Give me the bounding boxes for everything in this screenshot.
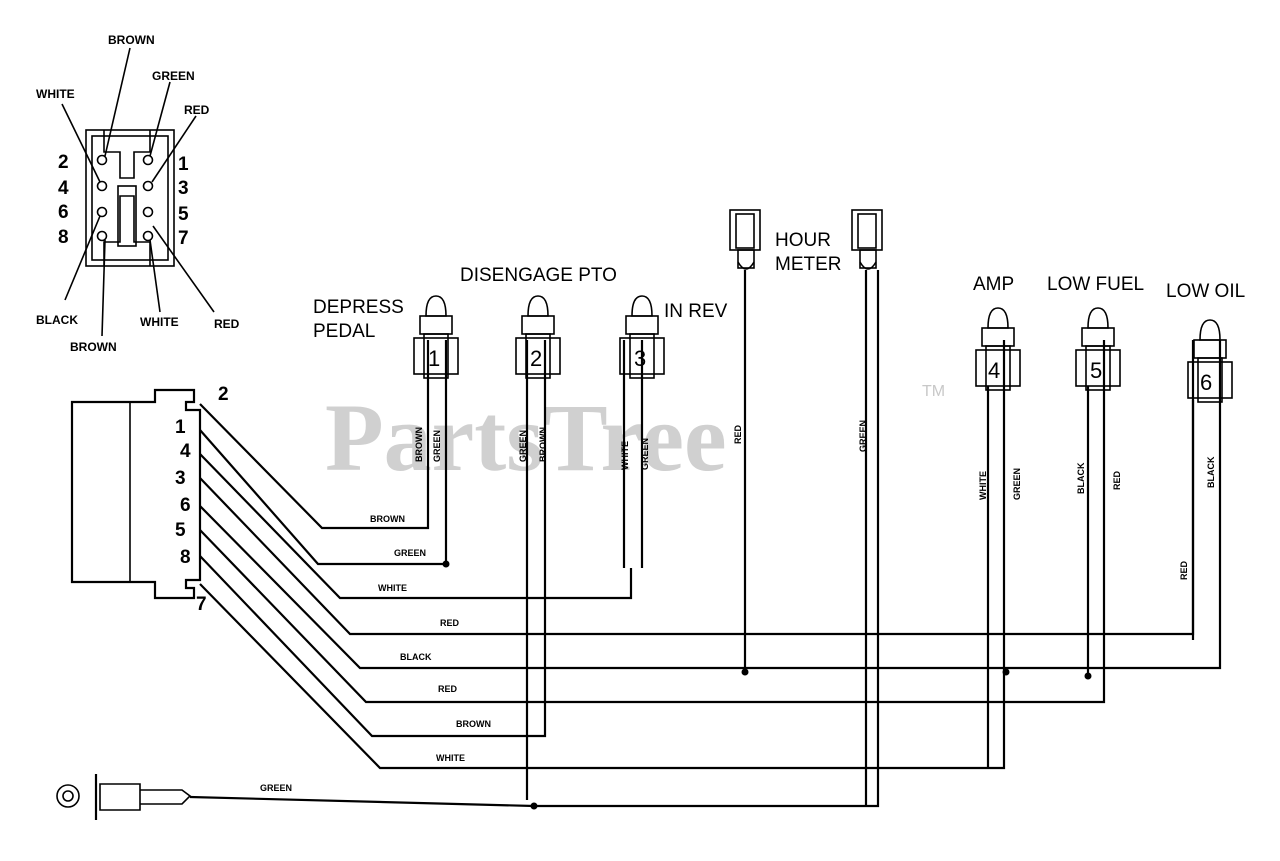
wire-label-green: GREEN: [394, 548, 426, 558]
vlabel-lamp4-white: WHITE: [978, 471, 988, 500]
vlabel-hourmeter-red: RED: [733, 424, 743, 444]
label-hour: HOUR: [775, 230, 831, 251]
harness-wires: [189, 270, 1222, 808]
connector-pin-2: 2: [218, 384, 229, 405]
label-in-rev: IN REV: [664, 301, 728, 322]
hour-meter-terminal-left: [729, 209, 761, 270]
watermark-text: PartsTree: [325, 384, 727, 491]
vlabel-lamp3-white: WHITE: [620, 441, 630, 470]
switch-pin-2: 2: [58, 152, 69, 173]
vlabel-lamp6-red: RED: [1179, 560, 1189, 580]
wire-label-red: RED: [440, 618, 460, 628]
lamp-number-1: 1: [428, 346, 440, 371]
switch-label-white-top: WHITE: [36, 87, 75, 101]
lamp-number-4: 4: [988, 358, 1000, 383]
switch-label-brown-top: BROWN: [108, 33, 155, 47]
label-depress: DEPRESS: [313, 297, 404, 318]
lamp-5: [1075, 307, 1121, 391]
wire-label-white-2: WHITE: [436, 753, 465, 763]
switch-pin-3: 3: [178, 178, 189, 199]
switch-label-red-top: RED: [184, 103, 210, 117]
label-amp: AMP: [973, 274, 1014, 295]
vlabel-lamp2-brown: BROWN: [538, 427, 548, 462]
connector-pin-6: 6: [180, 495, 191, 516]
label-low-oil: LOW OIL: [1166, 281, 1245, 302]
switch-pin-8: 8: [58, 227, 69, 248]
label-low-fuel: LOW FUEL: [1047, 274, 1144, 295]
lamp-1: [413, 295, 459, 379]
wire-label-brown-2: BROWN: [456, 719, 491, 729]
lamp-6: [1187, 319, 1233, 403]
hour-meter-terminal-right: [851, 209, 883, 270]
lamp-number-6: 6: [1200, 370, 1212, 395]
lamp-number-3: 3: [634, 346, 646, 371]
switch-pin-5: 5: [178, 204, 189, 225]
vlabel-lamp4-green: GREEN: [1012, 468, 1022, 500]
watermark-tm: TM: [922, 383, 945, 400]
switch-pin-1: 1: [178, 154, 189, 175]
lamp-leads: [525, 270, 1195, 806]
switch-body: [61, 47, 215, 337]
switch-label-white-bottom: WHITE: [140, 315, 179, 329]
vlabel-lamp1-brown: BROWN: [414, 427, 424, 462]
label-meter: METER: [775, 254, 842, 275]
lamp-number-2: 2: [530, 346, 542, 371]
wire-label-brown: BROWN: [370, 514, 405, 524]
switch-label-black-bottom: BLACK: [36, 313, 78, 327]
lamp-number-5: 5: [1090, 358, 1102, 383]
wire-label-black: BLACK: [400, 652, 432, 662]
vlabel-hourmeter-green: GREEN: [858, 420, 868, 452]
vlabel-lamp5-black: BLACK: [1076, 462, 1086, 494]
switch-label-brown-bottom: BROWN: [70, 340, 117, 354]
switch-pin-6: 6: [58, 202, 69, 223]
connector-pin-7: 7: [196, 594, 207, 615]
switch-label-red-bottom: RED: [214, 317, 240, 331]
junction-dots: [442, 560, 1092, 810]
ground-plug: [56, 774, 192, 820]
vlabel-lamp5-red: RED: [1112, 470, 1122, 490]
lamp-4: [975, 307, 1021, 391]
vlabel-lamp6-black: BLACK: [1206, 456, 1216, 488]
vlabel-lamp1-green: GREEN: [432, 430, 442, 462]
harness-connector: [70, 388, 202, 600]
switch-pin-4: 4: [58, 178, 69, 199]
switch-label-green-top: GREEN: [152, 69, 195, 83]
vlabel-lamp3-green: GREEN: [640, 438, 650, 470]
connector-pin-1: 1: [175, 417, 186, 438]
label-disengage-pto: DISENGAGE PTO: [460, 265, 617, 286]
connector-pin-5: 5: [175, 520, 186, 541]
wire-label-red-2: RED: [438, 684, 458, 694]
connector-pin-8: 8: [180, 547, 191, 568]
wire-label-white: WHITE: [378, 583, 407, 593]
switch-pin-7: 7: [178, 228, 189, 249]
vlabel-lamp2-green: GREEN: [518, 430, 528, 462]
connector-pin-3: 3: [175, 468, 186, 489]
wire-label-green-2: GREEN: [260, 783, 292, 793]
label-pedal: PEDAL: [313, 321, 375, 342]
lamp-3: [619, 295, 665, 379]
lamp-2: [515, 295, 561, 379]
connector-pin-4: 4: [180, 441, 191, 462]
